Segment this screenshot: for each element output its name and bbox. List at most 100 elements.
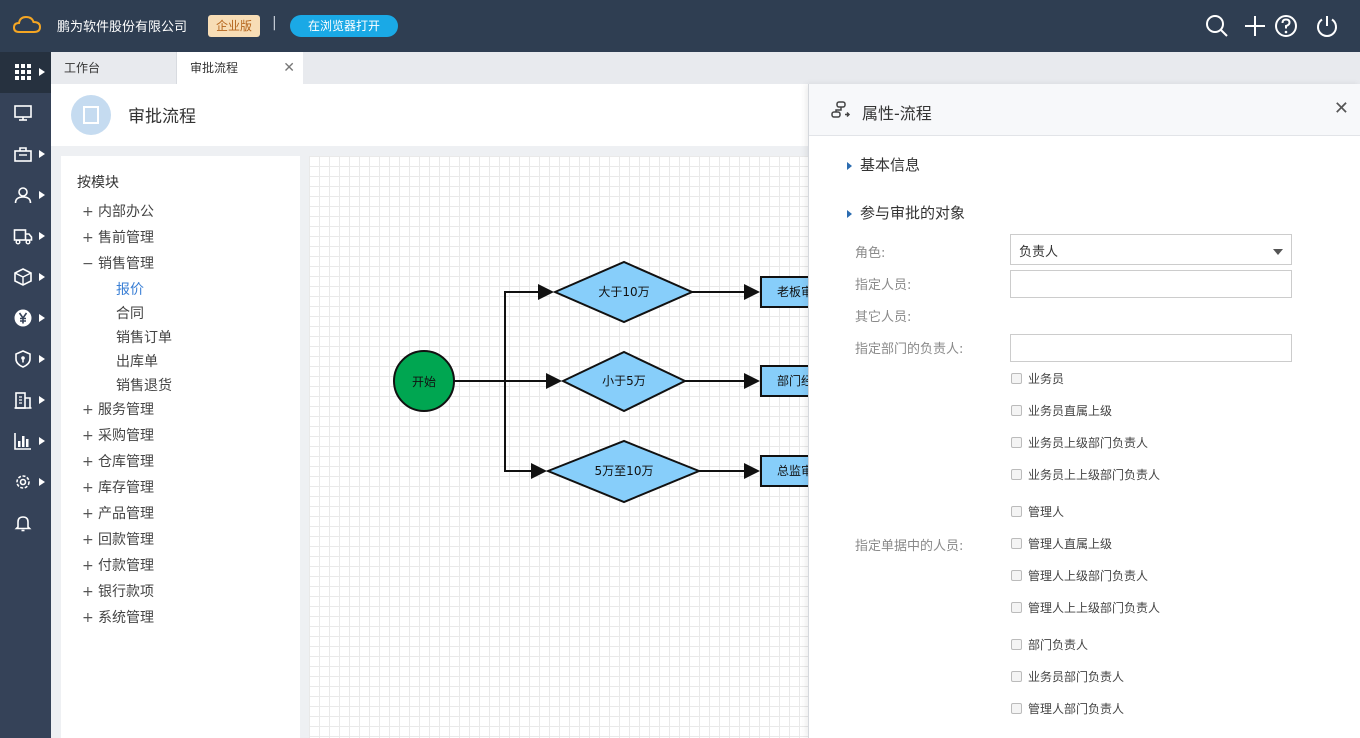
- checkbox-dept-head[interactable]: 部门负责人: [1011, 637, 1088, 653]
- nav-settings[interactable]: [0, 462, 51, 503]
- checkbox[interactable]: [1011, 373, 1022, 384]
- checkbox-manager-direct-superior[interactable]: 管理人直属上级: [1011, 536, 1112, 552]
- tree-item-bank[interactable]: +银行款项: [82, 582, 154, 602]
- tree-item-purchasing[interactable]: +采购管理: [82, 426, 154, 446]
- tree-subitem-delivery-note[interactable]: 出库单: [116, 354, 158, 370]
- tree-item-inventory[interactable]: +库存管理: [82, 478, 154, 498]
- section-participants[interactable]: 参与审批的对象: [847, 202, 965, 223]
- nav-notifications[interactable]: [0, 503, 51, 544]
- expand-toggle[interactable]: +: [82, 428, 94, 444]
- edition-badge: 企业版: [208, 15, 261, 37]
- tree-item-internal-office[interactable]: +内部办公: [82, 202, 154, 222]
- connector: [455, 284, 554, 382]
- nav-logistics[interactable]: [0, 216, 51, 257]
- nav-office[interactable]: [0, 134, 51, 175]
- section-basic-info[interactable]: 基本信息: [847, 154, 920, 175]
- tree-item-label: 销售管理: [98, 256, 154, 272]
- tree-item-presales[interactable]: +售前管理: [82, 228, 154, 248]
- approver-node[interactable]: 老板审: [760, 276, 811, 308]
- checkbox-salesperson-upper-dept-head[interactable]: 业务员上级部门负责人: [1011, 435, 1148, 451]
- flow-diagram: 开始 大于10万 小于5万 5万至10万 老板审 部门经 总监审: [393, 260, 811, 504]
- checkbox[interactable]: [1011, 538, 1022, 549]
- checkbox-manager-upper-dept-head[interactable]: 管理人上级部门负责人: [1011, 568, 1148, 584]
- expand-arrow-icon: [39, 150, 45, 158]
- role-label: 角色:: [855, 246, 886, 261]
- tree-item-receivables[interactable]: +回款管理: [82, 530, 154, 550]
- expand-toggle[interactable]: +: [82, 230, 94, 246]
- expand-toggle[interactable]: +: [82, 506, 94, 522]
- nav-desktop[interactable]: [0, 93, 51, 134]
- tree-item-products[interactable]: +产品管理: [82, 504, 154, 524]
- checkbox[interactable]: [1011, 506, 1022, 517]
- expand-toggle[interactable]: +: [82, 610, 94, 626]
- condition-label: 5万至10万: [595, 464, 654, 478]
- checkbox[interactable]: [1011, 437, 1022, 448]
- tree-item-sales[interactable]: −销售管理: [82, 254, 154, 274]
- tab-close-icon[interactable]: ✕: [283, 60, 295, 76]
- expand-arrow-icon: [39, 437, 45, 445]
- nav-organization[interactable]: [0, 380, 51, 421]
- role-select[interactable]: 负责人: [1010, 234, 1292, 265]
- nav-customer[interactable]: [0, 175, 51, 216]
- expand-arrow-icon: [39, 478, 45, 486]
- designated-people-field[interactable]: [1010, 270, 1292, 298]
- add-icon[interactable]: [1242, 13, 1268, 39]
- tree-subitem-contract[interactable]: 合同: [116, 306, 144, 322]
- tree-item-service[interactable]: +服务管理: [82, 400, 154, 420]
- help-icon[interactable]: [1273, 13, 1299, 39]
- condition-node[interactable]: 5万至10万: [545, 439, 702, 504]
- nav-finance[interactable]: [0, 298, 51, 339]
- dept-head-field[interactable]: [1010, 334, 1292, 362]
- expand-toggle[interactable]: +: [82, 532, 94, 548]
- checkbox[interactable]: [1011, 639, 1022, 650]
- checkbox-manager[interactable]: 管理人: [1011, 504, 1064, 520]
- checkbox-manager-dept-head[interactable]: 管理人部门负责人: [1011, 701, 1124, 717]
- tree-subitem-sales-order[interactable]: 销售订单: [116, 330, 172, 346]
- tab-workbench[interactable]: 工作台: [51, 52, 177, 84]
- condition-node[interactable]: 小于5万: [560, 350, 688, 413]
- nav-reports[interactable]: [0, 421, 51, 462]
- approver-node[interactable]: 总监审: [760, 455, 811, 487]
- tree-item-warehouse[interactable]: +仓库管理: [82, 452, 154, 472]
- nav-products[interactable]: [0, 257, 51, 298]
- nav-apps[interactable]: [0, 52, 51, 93]
- tree-item-payments[interactable]: +付款管理: [82, 556, 154, 576]
- checkbox-label: 业务员部门负责人: [1028, 670, 1125, 684]
- approver-node[interactable]: 部门经: [760, 365, 811, 397]
- checkbox-salesperson-direct-superior[interactable]: 业务员直属上级: [1011, 403, 1112, 419]
- flow-canvas[interactable]: 开始 大于10万 小于5万 5万至10万 老板审 部门经 总监审: [309, 156, 811, 738]
- start-node[interactable]: 开始: [393, 350, 455, 412]
- power-icon[interactable]: [1314, 13, 1340, 39]
- checkbox[interactable]: [1011, 405, 1022, 416]
- cloud-logo-icon: [12, 15, 42, 33]
- expand-toggle[interactable]: +: [82, 204, 94, 220]
- checkbox-salesperson-upper-upper-dept-head[interactable]: 业务员上上级部门负责人: [1011, 467, 1160, 483]
- checkbox[interactable]: [1011, 602, 1022, 613]
- collapse-toggle[interactable]: −: [82, 256, 94, 272]
- expand-toggle[interactable]: +: [82, 558, 94, 574]
- checkbox-salesperson[interactable]: 业务员: [1011, 371, 1064, 387]
- expand-toggle[interactable]: +: [82, 454, 94, 470]
- checkbox-manager-upper-upper-dept-head[interactable]: 管理人上上级部门负责人: [1011, 600, 1160, 616]
- checkbox-label: 业务员上上级部门负责人: [1028, 468, 1161, 482]
- nav-security[interactable]: [0, 339, 51, 380]
- checkbox[interactable]: [1011, 570, 1022, 581]
- page-title: 审批流程: [128, 107, 196, 127]
- checkbox[interactable]: [1011, 469, 1022, 480]
- expand-toggle[interactable]: +: [82, 584, 94, 600]
- tree-subitem-sales-return[interactable]: 销售退货: [116, 378, 172, 394]
- checkbox[interactable]: [1011, 703, 1022, 714]
- condition-node[interactable]: 大于10万: [552, 260, 695, 324]
- expand-toggle[interactable]: +: [82, 402, 94, 418]
- tree-subitem-quote[interactable]: 报价: [116, 282, 144, 298]
- checkbox-salesperson-dept-head[interactable]: 业务员部门负责人: [1011, 669, 1124, 685]
- tree-item-label: 内部办公: [98, 204, 154, 220]
- expand-toggle[interactable]: +: [82, 480, 94, 496]
- checkbox[interactable]: [1011, 671, 1022, 682]
- open-in-browser-button[interactable]: 在浏览器打开: [290, 15, 399, 37]
- monitor-icon: [14, 105, 32, 121]
- tab-approval-flow[interactable]: 审批流程 ✕: [177, 52, 303, 84]
- close-icon[interactable]: ✕: [1333, 98, 1349, 119]
- tree-item-system[interactable]: +系统管理: [82, 608, 154, 628]
- search-icon[interactable]: [1204, 13, 1230, 39]
